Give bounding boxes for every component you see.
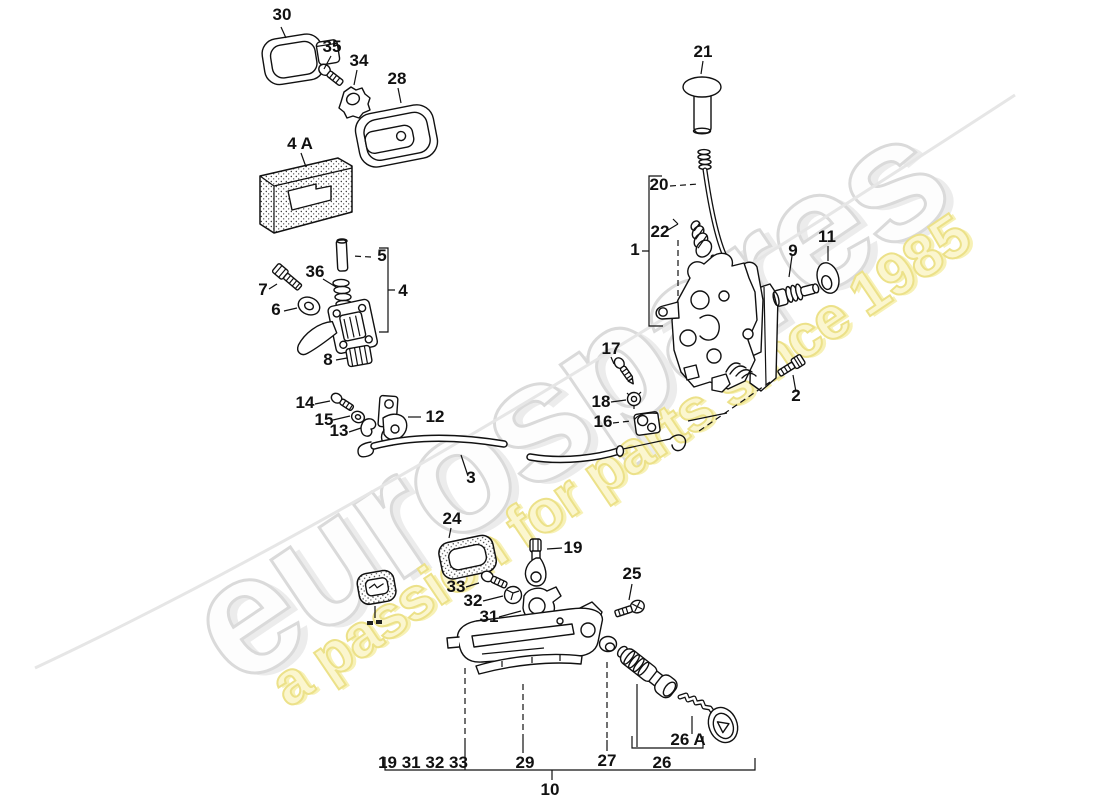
callout-14[interactable]: 14 — [296, 393, 315, 412]
callout-8[interactable]: 8 — [323, 350, 332, 369]
callout-32[interactable]: 32 — [464, 591, 483, 610]
callout-4[interactable]: 4 — [398, 281, 408, 300]
callout-1[interactable]: 1 — [630, 240, 639, 259]
part-18-ring — [626, 391, 642, 409]
part-14-screw — [330, 392, 355, 412]
part-3-operating-rod — [357, 434, 687, 464]
bracket-1 — [642, 175, 663, 327]
part-16-guide-block — [633, 411, 661, 436]
part-13-clip — [360, 418, 377, 437]
part-30-handle-cover — [261, 33, 341, 86]
callout-15[interactable]: 15 — [315, 410, 334, 429]
callout-6[interactable]: 6 — [271, 300, 280, 319]
part-23-gasket — [356, 569, 397, 606]
callout-4a[interactable]: 4 A — [287, 134, 313, 153]
callout-row-19-31-32-33[interactable]: 19 31 32 33 — [378, 753, 468, 772]
callout-labels: 30 35 34 28 4 A 5 36 7 6 4 8 14 15 13 12… — [258, 5, 836, 799]
callout-7[interactable]: 7 — [258, 280, 267, 299]
bottom-bracket — [384, 662, 756, 780]
part-35-screw — [318, 63, 344, 86]
callout-22[interactable]: 22 — [651, 222, 670, 241]
part-22-grommet — [690, 220, 713, 258]
part-11-washer — [816, 262, 840, 294]
part-26-lock-cylinder — [616, 645, 678, 699]
part-2-bolt — [777, 354, 806, 377]
callout-33[interactable]: 33 — [447, 577, 466, 596]
part-21-lock-knob — [682, 76, 722, 135]
part-8-clip — [345, 344, 373, 368]
callout-36[interactable]: 36 — [306, 262, 325, 281]
part-24-gasket — [438, 534, 498, 580]
part-17-screw — [613, 357, 634, 385]
callout-31[interactable]: 31 — [480, 607, 499, 626]
part-29-gasket-strip — [475, 653, 583, 675]
callout-28[interactable]: 28 — [388, 69, 407, 88]
part-9-striker-pin — [772, 283, 820, 307]
part-23-label-fragment — [367, 606, 382, 625]
part-6-washer — [297, 296, 321, 316]
part-4a-foam-pad — [259, 157, 353, 234]
part-34-nut — [338, 86, 371, 119]
callout-35[interactable]: 35 — [323, 37, 342, 56]
callout-24[interactable]: 24 — [443, 509, 462, 528]
bracket-4 — [379, 247, 395, 333]
callout-3[interactable]: 3 — [466, 468, 475, 487]
callout-19[interactable]: 19 — [564, 538, 583, 557]
part-19-lever — [524, 538, 547, 587]
callout-20[interactable]: 20 — [650, 175, 669, 194]
link-line-lock-to-rod — [698, 381, 771, 432]
callout-11[interactable]: 11 — [818, 227, 836, 246]
part-32-ball — [503, 585, 523, 605]
watermark-swoosh — [34, 93, 1016, 670]
callout-5[interactable]: 5 — [377, 246, 386, 265]
part-25-screw — [614, 599, 645, 618]
part-7-bolt — [271, 263, 303, 291]
callout-12[interactable]: 12 — [426, 407, 445, 426]
callout-18[interactable]: 18 — [592, 392, 611, 411]
callout-9[interactable]: 9 — [788, 241, 797, 260]
callout-21[interactable]: 21 — [694, 42, 713, 61]
callout-26a[interactable]: 26 A — [670, 730, 705, 749]
callout-25[interactable]: 25 — [623, 564, 642, 583]
callout-26[interactable]: 26 — [653, 753, 672, 772]
part-28-inner-handle-bezel — [354, 104, 439, 168]
leader-lines — [268, 26, 829, 734]
callout-27[interactable]: 27 — [598, 751, 617, 770]
part-5-pin — [335, 238, 349, 272]
part-1-door-lock-assembly — [655, 252, 779, 422]
callout-29[interactable]: 29 — [516, 753, 535, 772]
callout-30[interactable]: 30 — [273, 5, 292, 24]
callout-17[interactable]: 17 — [602, 339, 621, 358]
part-27-bushing — [598, 635, 618, 653]
part-15-washer — [350, 410, 366, 424]
part-33-screw — [480, 570, 508, 589]
callout-13[interactable]: 13 — [330, 421, 349, 440]
part-26a-key — [677, 692, 739, 744]
callout-10[interactable]: 10 — [541, 780, 560, 799]
callout-34[interactable]: 34 — [350, 51, 369, 70]
part-outer-door-handle — [446, 601, 604, 663]
callout-2[interactable]: 2 — [791, 386, 800, 405]
callout-16[interactable]: 16 — [594, 412, 613, 431]
